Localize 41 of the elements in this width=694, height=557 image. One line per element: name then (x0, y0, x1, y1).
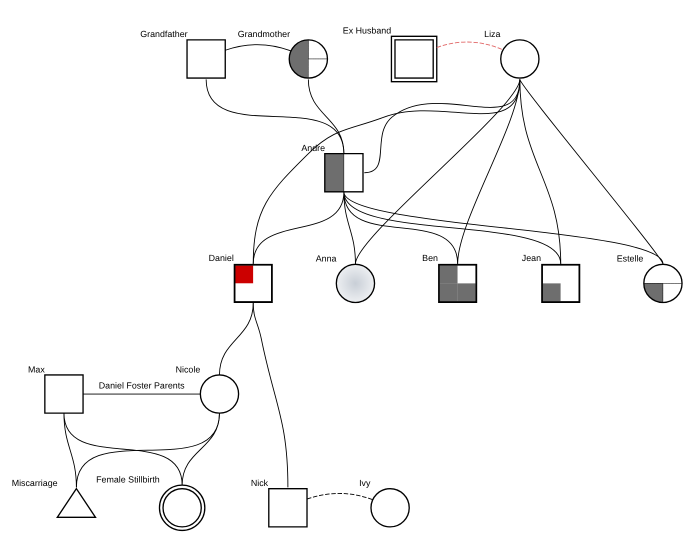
connector (519, 78, 664, 264)
connector (182, 412, 220, 486)
connector (252, 302, 288, 488)
node-label: Liza (484, 29, 500, 40)
node-label: Female Stillbirth (96, 474, 160, 484)
connector (343, 191, 562, 264)
node-label: Ivy (359, 478, 370, 488)
node-circle (500, 39, 540, 79)
connector (206, 78, 344, 154)
node-circle (200, 374, 240, 414)
connector (343, 191, 664, 264)
node-circle (336, 264, 376, 304)
node-label: Daniel (208, 253, 234, 264)
node-box (390, 36, 438, 82)
node-label: Grandfather (140, 29, 188, 40)
node-box (44, 374, 84, 414)
connector (224, 44, 292, 52)
node-label: Estelle (616, 254, 644, 264)
connector (308, 78, 344, 154)
connector (306, 493, 374, 500)
connector (76, 412, 220, 488)
node-box (268, 488, 308, 528)
node-label: Ben (422, 253, 438, 264)
node-label: Grandmother (238, 29, 290, 40)
connector (219, 302, 254, 376)
node-circle (158, 484, 206, 532)
node-label: Nicole (176, 364, 200, 374)
connector (355, 78, 520, 264)
node-label: Miscarriage (12, 478, 58, 488)
node-label: Ex Husband (342, 26, 392, 36)
connector (252, 78, 520, 264)
node-box (186, 39, 226, 79)
node-label: Max (28, 364, 45, 374)
connector (64, 412, 183, 486)
node-label: Jean (522, 253, 542, 264)
node-label: Nick (250, 478, 268, 488)
node-label: Anna (316, 254, 336, 264)
connector (436, 42, 504, 50)
edge-label: Daniel Foster Parents (98, 380, 185, 391)
node-circle (370, 488, 410, 528)
connector (364, 78, 520, 174)
